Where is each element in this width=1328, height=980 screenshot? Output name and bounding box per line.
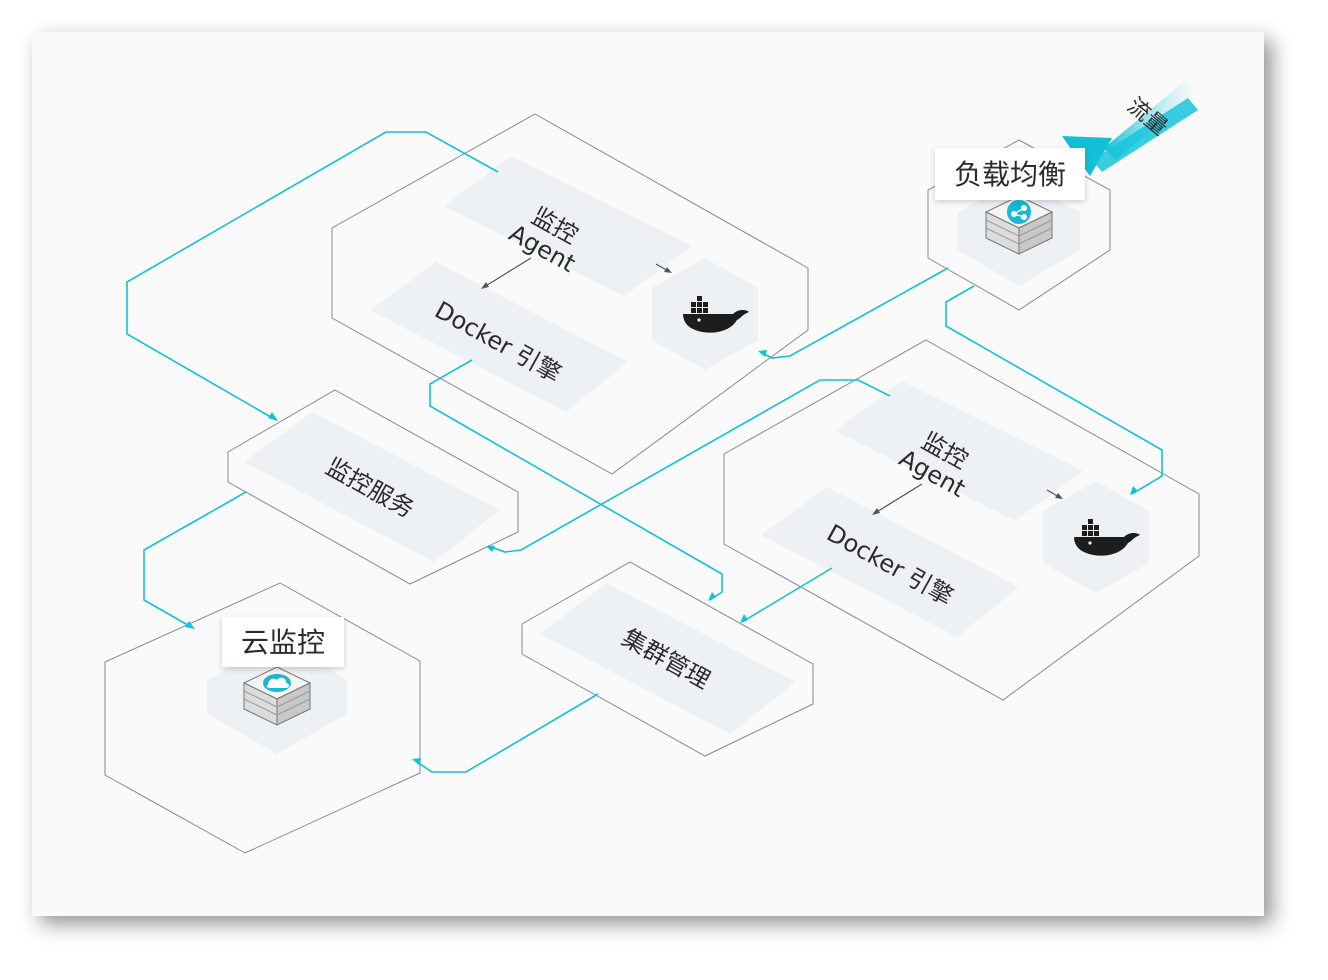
connector-lb-to-docker-b [945,285,1163,495]
cloud-monitor-hexagon [104,582,421,854]
connector-agent-b-to-monitor [487,379,891,553]
cluster-management-slab-outline [521,561,814,757]
traffic-arrow [1062,80,1198,176]
internal-arrows [481,257,1063,515]
connector-lb-to-docker-a [759,267,949,359]
connector-cluster-to-cloud [413,693,599,773]
node-b-engine-tile [761,487,1019,637]
node-a-engine-tile [370,262,628,412]
connector-engine-b-to-cluster [741,567,833,623]
node-b-agent-tile [835,381,1083,521]
server-cloud-icon [242,666,312,726]
connectors [126,131,1163,773]
docker-whale-icon [683,296,749,333]
load-balancer-label: 负载均衡 [954,158,1066,191]
monitor-service-slab-outline [227,389,519,585]
connector-monitor-to-cloud [143,491,247,629]
connector-agent-a-to-monitor [126,131,499,421]
monitor-service-tile [244,412,500,562]
node-a-hexagon [331,113,809,475]
node-b-hexagon [723,339,1200,701]
node-a-agent-tile [444,156,692,296]
connector-engine-a-to-cluster [429,359,723,601]
connector-arrowheads [185,350,1138,765]
server-share-icon [984,195,1054,255]
cluster-management-tile [540,583,796,734]
cloud-monitor-tag: 云监控 [222,617,344,667]
docker-whale-icon [1074,519,1140,556]
cloud-monitor-label: 云监控 [241,626,325,659]
load-balancer-tag: 负载均衡 [935,148,1085,200]
load-balancer-hexagon [927,139,1111,311]
